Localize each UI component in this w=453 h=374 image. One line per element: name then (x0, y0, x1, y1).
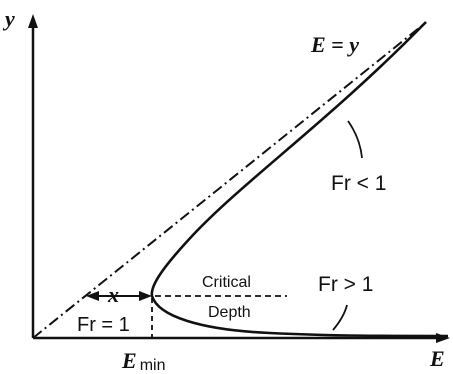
critical-froude-label: Fr = 1 (77, 314, 130, 336)
supercritical-leader (332, 304, 348, 331)
x-marker-label: x (107, 282, 119, 307)
supercritical-label: Fr > 1 (318, 273, 373, 296)
x-arrowhead-left (86, 291, 99, 301)
subcritical-leader (347, 120, 363, 159)
y-axis-label: y (2, 6, 15, 31)
x-axis-label: E (429, 346, 445, 371)
critical-depth-label-line2: Depth (208, 304, 251, 321)
x-axis-arrowhead (436, 333, 450, 343)
asymptote-label: E = y (310, 32, 359, 57)
y-axis-arrowhead (28, 14, 38, 28)
critical-depth-label-line1: Critical (202, 274, 251, 291)
x-arrowhead-right (139, 291, 152, 301)
specific-energy-curve (150, 21, 449, 338)
subcritical-label: Fr < 1 (331, 172, 386, 195)
